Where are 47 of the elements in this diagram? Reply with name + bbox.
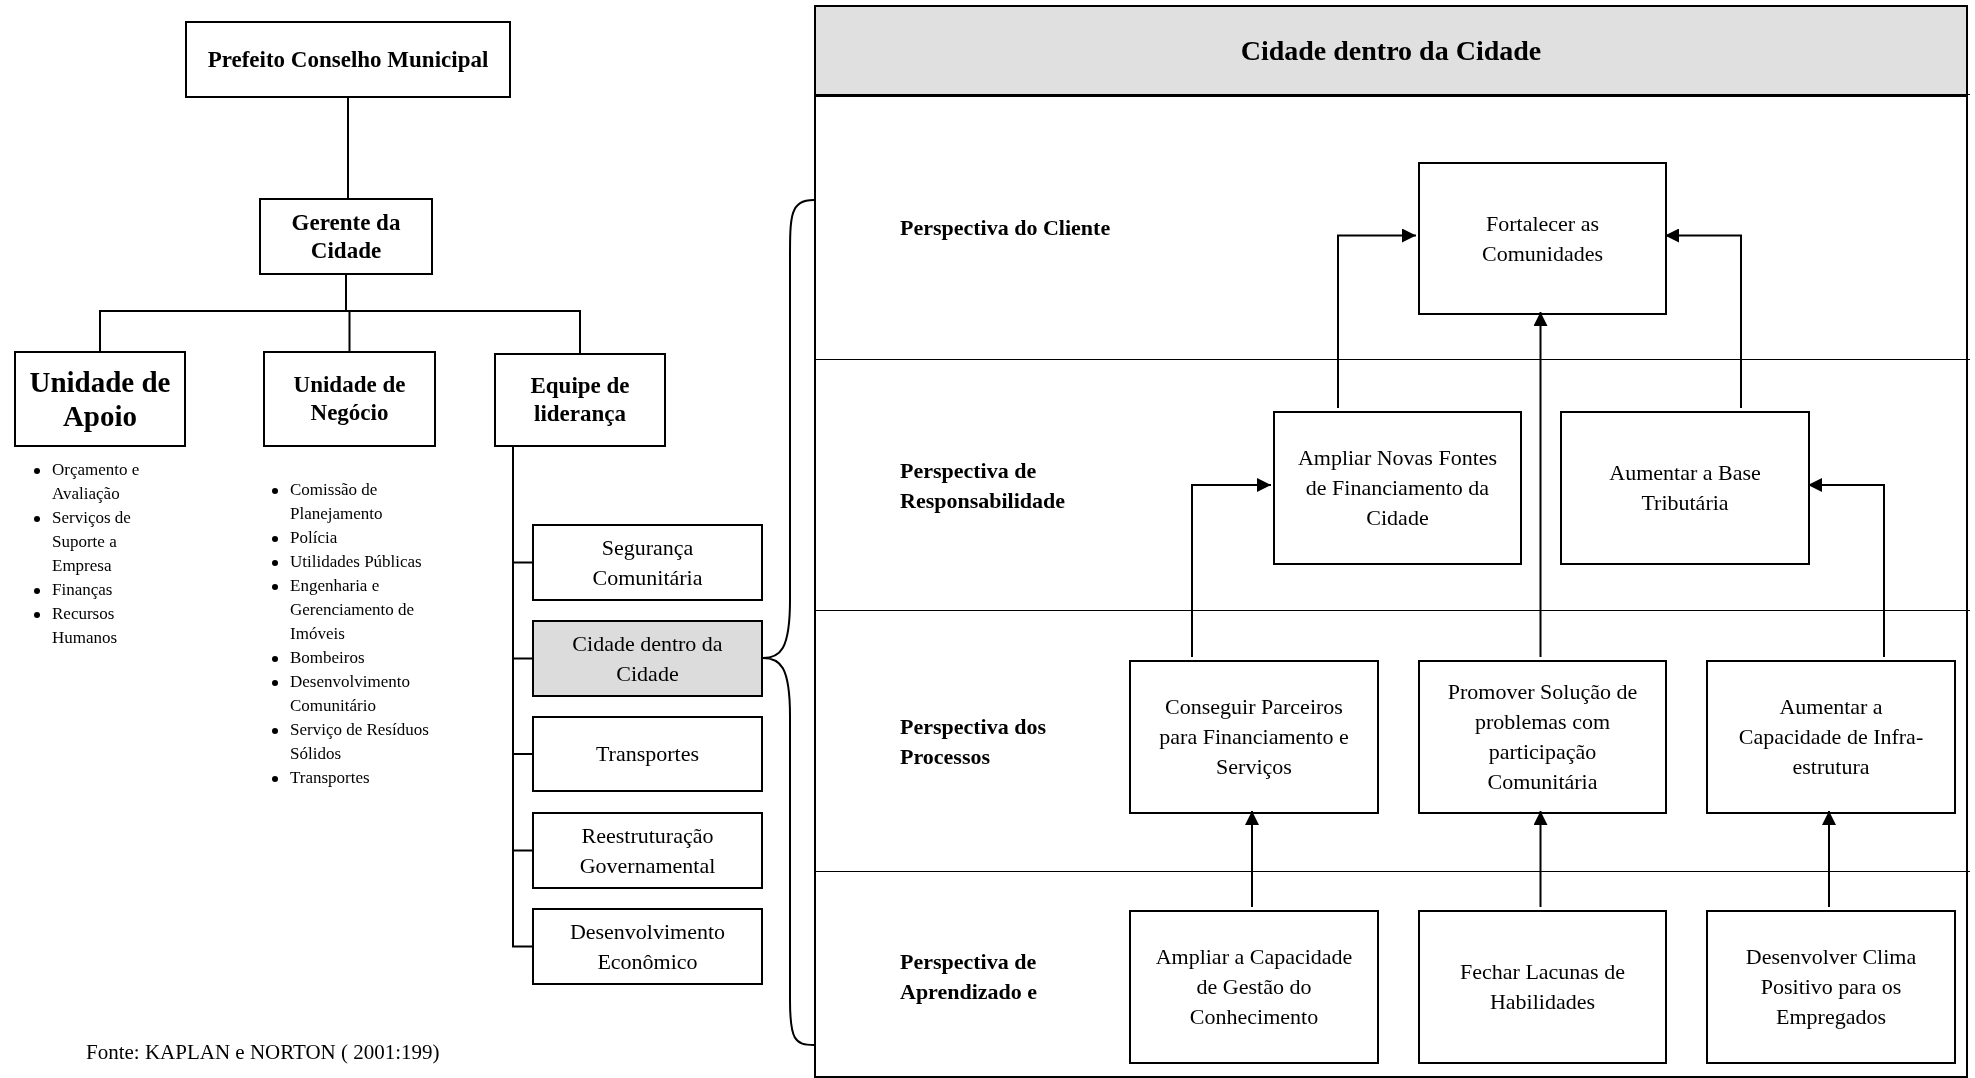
perspective-label: Perspectiva de Responsabilidade [900, 456, 1067, 515]
objective-box: Aumentar a Capacidade de Infra-estrutura [1706, 660, 1956, 814]
arrow [1807, 478, 1885, 658]
list-item: Recursos Humanos [52, 604, 118, 647]
org-box: Prefeito Conselho Municipal [185, 21, 511, 98]
list-item: Desenvolvimento Comunitário [290, 672, 410, 715]
list-item: Utilidades Públicas [290, 552, 422, 571]
objective-box: Desenvolver Clima Positivo para os Empregados [1706, 910, 1956, 1064]
org-box: Equipe de liderança [494, 353, 666, 447]
caption: Fonte: KAPLAN e NORTON ( 2001:199) [86, 1040, 440, 1065]
connector-line [347, 97, 349, 199]
list-item: Engenharia e Gerenciamento de Imóveis [290, 576, 415, 643]
list-item: Polícia [290, 528, 338, 547]
unit-box: Segurança Comunitária [532, 524, 763, 601]
list-item: Transportes [290, 768, 370, 787]
arrow [1533, 311, 1548, 658]
arrow [1245, 810, 1259, 908]
org-box: Unidade de Negócio [263, 351, 436, 447]
objective-box: Ampliar a Capacidade de Gestão do Conhecimento [1129, 910, 1379, 1064]
objective-box: Fortalecer as Comunidades [1418, 162, 1667, 315]
list-item: Comissão de Planejamento [290, 480, 383, 523]
list-item: Orçamento e Avaliação [52, 460, 140, 503]
objective-box: Aumentar a Base Tributária [1560, 411, 1810, 565]
objective-box: Conseguir Parceiros para Financiamento e Serviços [1129, 660, 1379, 814]
arrow [1533, 810, 1548, 908]
perspective-label: Perspectiva de Aprendizado e [900, 947, 1039, 1006]
list-item: Serviços de Suporte a Empresa [52, 508, 131, 575]
unit-box: Transportes [532, 716, 763, 792]
unit-box: Cidade dentro da Cidade [532, 620, 763, 697]
arrow [1337, 228, 1417, 409]
arrow [1822, 810, 1836, 908]
list-item: Finanças [52, 580, 113, 599]
objective-box: Ampliar Novas Fontes de Financiamento da Cidade [1273, 411, 1522, 565]
perspective-label: Perspectiva do Cliente [900, 213, 1112, 242]
panel-frame [814, 5, 1968, 1078]
arrow [1191, 478, 1272, 658]
org-box: Unidade de Apoio [14, 351, 186, 447]
unit-box: Reestruturação Governamental [532, 812, 763, 889]
perspective-label: Perspectiva dos Processos [900, 712, 1048, 771]
org-box: Gerente da Cidade [259, 198, 433, 275]
list-item: Serviço de Resíduos Sólidos [290, 720, 429, 763]
objective-box: Fechar Lacunas de Habilidades [1418, 910, 1667, 1064]
panel-title: Cidade dentro da Cidade [1240, 35, 1542, 67]
list-item: Bombeiros [290, 648, 365, 667]
objective-box: Promover Solução de problemas com participação Comunitária [1418, 660, 1667, 814]
arrow [1664, 228, 1742, 409]
unit-box: Desenvolvimento Econômico [532, 908, 763, 985]
